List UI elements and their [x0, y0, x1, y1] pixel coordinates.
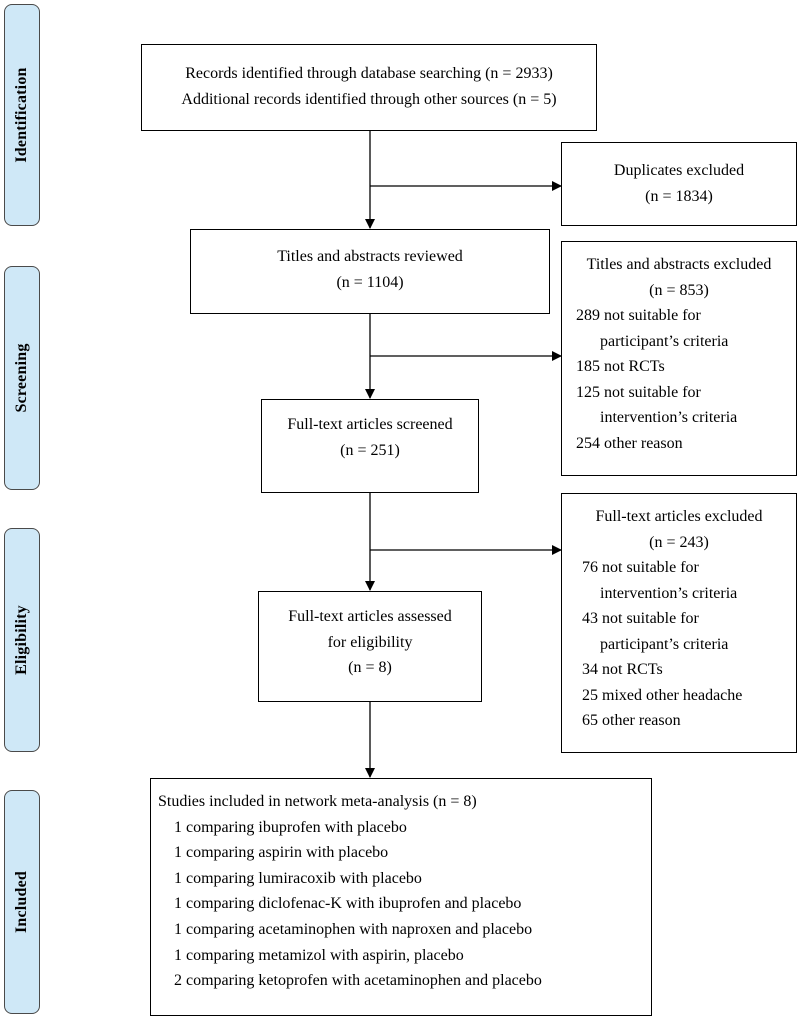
exclusion-reason: 125 not suitable for: [576, 383, 701, 401]
assessed-line: Full-text articles assessed: [288, 608, 452, 625]
included-study: 2 comparing ketoprofen with acetaminophe…: [174, 972, 542, 990]
titles-excluded-box: Titles and abstracts excluded (n = 853) …: [561, 241, 797, 476]
studies-included-box: Studies included in network meta-analysi…: [150, 778, 652, 1016]
exclusion-reason: intervention’s criteria: [600, 409, 738, 426]
stage-included: Included: [4, 790, 40, 1014]
exclusion-reason: 34 not RCTs: [582, 661, 663, 678]
exclusion-reason: intervention’s criteria: [600, 584, 738, 602]
fulltext-excluded-count: (n = 243): [649, 533, 709, 551]
included-study: 1 comparing metamizol with aspirin, plac…: [174, 946, 464, 964]
exclusion-reason: 43 not suitable for: [582, 610, 699, 627]
exclusion-reason: 65 other reason: [582, 712, 681, 729]
exclusion-reason: 25 mixed other headache: [582, 686, 743, 704]
exclusion-reason: 254 other reason: [576, 434, 683, 452]
exclusion-reason: participant’s criteria: [600, 635, 729, 653]
stage-eligibility: Eligibility: [4, 528, 40, 752]
included-header: Studies included in network meta-analysi…: [158, 793, 477, 810]
exclusion-reason: participant’s criteria: [600, 332, 729, 350]
titles-reviewed-line: (n = 1104): [336, 273, 404, 291]
exclusion-reason: 185 not RCTs: [576, 358, 665, 375]
stage-screening: Screening: [4, 266, 40, 490]
duplicates-line: Duplicates excluded: [613, 162, 745, 179]
fulltext-excluded-header: Full-text articles excluded: [595, 508, 763, 525]
titles-excluded-header: Titles and abstracts excluded: [586, 256, 772, 273]
assessed-line: (n = 8): [348, 659, 392, 676]
included-study: 1 comparing ibuprofen with placebo: [174, 818, 407, 836]
titles-reviewed-box: Titles and abstracts reviewed (n = 1104): [190, 229, 550, 314]
exclusion-reason: 76 not suitable for: [582, 559, 699, 576]
screened-line: Full-text articles screened: [287, 416, 453, 433]
included-study: 1 comparing acetaminophen with naproxen …: [174, 920, 533, 938]
fulltext-screened-box: Full-text articles screened (n = 251): [261, 399, 479, 493]
duplicates-line: (n = 1834): [645, 187, 713, 205]
exclusion-reason: 289 not suitable for: [576, 307, 701, 324]
fulltext-excluded-box: Full-text articles excluded (n = 243) 76…: [561, 493, 797, 753]
included-study: 1 comparing aspirin with placebo: [174, 844, 389, 862]
stage-identification: Identification: [4, 4, 40, 226]
assessed-box: Full-text articles assessed for eligibil…: [258, 591, 482, 702]
titles-reviewed-line: Titles and abstracts reviewed: [277, 248, 463, 265]
records-line: Records identified through database sear…: [185, 65, 553, 82]
records-identified-box: Records identified through database sear…: [141, 44, 597, 131]
duplicates-excluded-box: Duplicates excluded (n = 1834): [561, 142, 797, 226]
screened-line: (n = 251): [340, 441, 400, 459]
titles-excluded-count: (n = 853): [649, 281, 709, 299]
records-line: Additional records identified through ot…: [181, 90, 557, 108]
included-study: 1 comparing lumiracoxib with placebo: [174, 869, 422, 887]
assessed-line: for eligibility: [327, 633, 413, 651]
included-study: 1 comparing diclofenac-K with ibuprofen …: [174, 895, 522, 913]
